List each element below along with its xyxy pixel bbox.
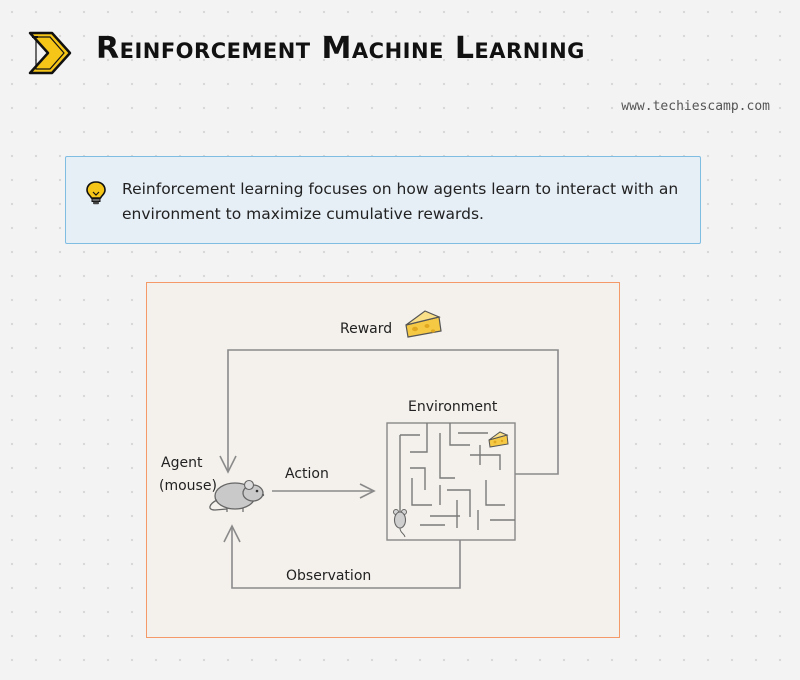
environment-label: Environment [408,399,498,415]
callout-text: Reinforcement learning focuses on how ag… [122,180,679,223]
title-row [26,26,78,80]
maze-icon [386,422,516,541]
action-label: Action [285,466,329,482]
diagram-frame [146,282,620,638]
action-arrowhead [359,483,376,499]
site-url: www.techiescamp.com [621,99,770,114]
chevron-right-icon [28,31,72,75]
reward-arrowhead [219,455,237,474]
reward-label: Reward [340,321,392,337]
observation-arrow [231,528,461,589]
agent-label: Agent [161,455,203,471]
cheese-icon [405,310,442,338]
page-title: Reinforcement Machine Learning [96,31,585,66]
mouse-icon [209,479,265,512]
observation-label: Observation [286,568,371,584]
maze-cheese-icon [488,431,509,448]
info-callout: Reinforcement learning focuses on how ag… [65,156,701,244]
reward-arrow [227,349,559,475]
agent-sublabel: (mouse) [159,478,217,494]
lightbulb-icon [86,181,106,205]
observation-arrowhead [223,524,241,543]
maze-mouse-icon [393,509,407,538]
